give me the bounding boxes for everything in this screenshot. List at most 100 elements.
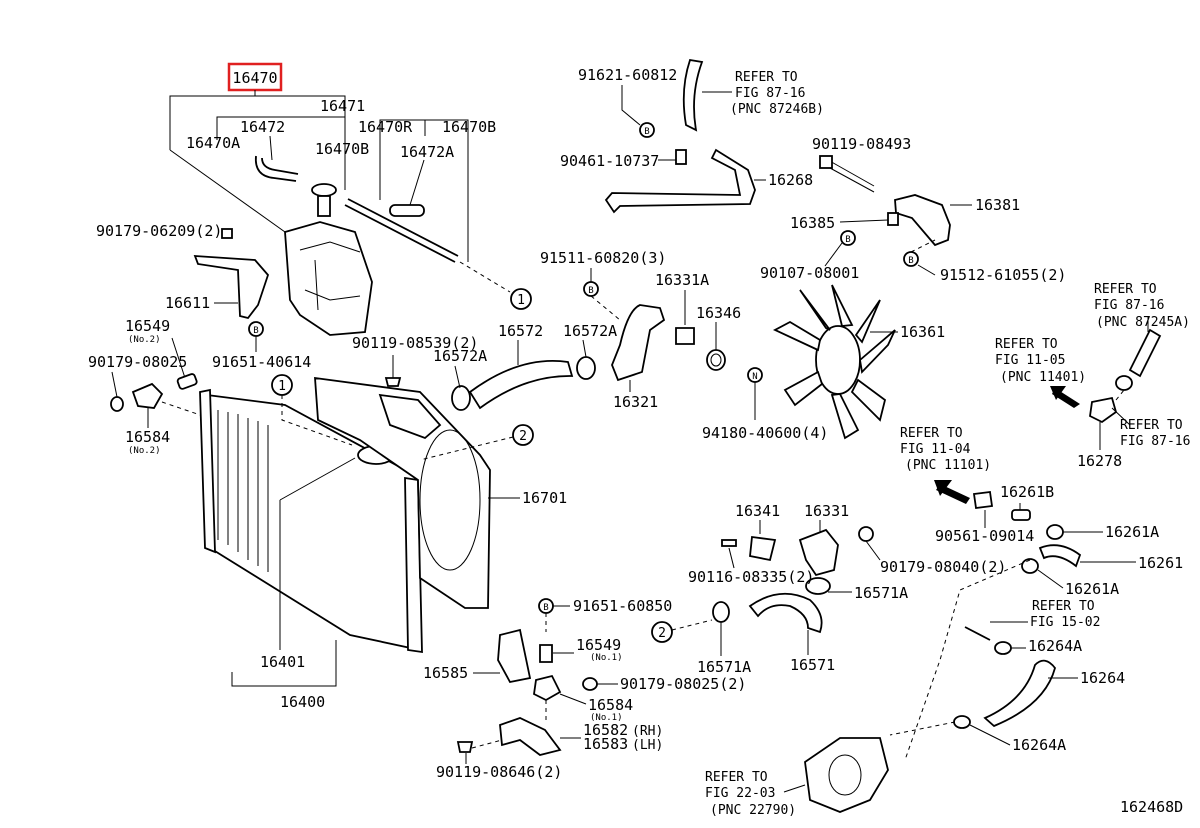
part-90561-09014[interactable]: 90561-09014 <box>935 527 1034 545</box>
part-16582[interactable]: 16582 <box>583 721 628 739</box>
part-16611[interactable]: 16611 <box>165 294 210 312</box>
part-90116-08335[interactable]: 90116-08335(2) <box>688 568 814 586</box>
hose-16264 <box>983 659 1056 728</box>
svg-text:FIG 11-05: FIG 11-05 <box>995 353 1065 368</box>
bracket-16611 <box>193 255 270 320</box>
part-16341[interactable]: 16341 <box>735 502 780 520</box>
part-90119-08646[interactable]: 90119-08646(2) <box>436 763 562 781</box>
reference-87-16-246B: REFER TO FIG 87-16 (PNC 87246B) <box>702 70 824 117</box>
part-16470[interactable]: 16470 <box>232 69 277 87</box>
part-16584-right[interactable]: 16584 <box>588 696 633 714</box>
part-90107-08001[interactable]: 90107-08001 <box>760 264 859 282</box>
svg-text:B: B <box>543 603 548 613</box>
part-91511-60820[interactable]: 91511-60820(3) <box>540 249 666 267</box>
svg-text:(LH): (LH) <box>632 738 663 753</box>
part-16400[interactable]: 16400 <box>280 693 325 711</box>
overflow-tube <box>344 204 456 263</box>
hose-clamp-16571A <box>712 601 730 623</box>
marker-1-radiator: 1 <box>278 379 286 394</box>
lower-hose <box>748 592 823 634</box>
part-16361[interactable]: 16361 <box>900 323 945 341</box>
svg-text:REFER TO: REFER TO <box>995 337 1058 352</box>
upper-hose-group: 16572 16572A 16572A <box>433 322 617 411</box>
part-16261A-1[interactable]: 16261A <box>1105 523 1159 541</box>
part-16472A[interactable]: 16472A <box>400 143 454 161</box>
reference-87-16-245A: REFER TO FIG 87-16 (PNC 87245A) <box>1094 282 1190 330</box>
lower-hose-group: 16341 16331 90116-08335(2) 90179-08040(2… <box>651 502 1006 676</box>
part-16278[interactable]: 16278 <box>1077 452 1122 470</box>
bypass-pipe-group: 91621-60812 B REFER TO FIG 87-16 (PNC 87… <box>560 58 824 214</box>
part-16470A[interactable]: 16470A <box>186 134 240 152</box>
part-16385[interactable]: 16385 <box>790 214 835 232</box>
part-16471[interactable]: 16471 <box>320 97 365 115</box>
svg-text:(PNC 11101): (PNC 11101) <box>905 458 991 473</box>
gasket <box>706 349 726 371</box>
part-90179-08025[interactable]: 90179-08025 <box>88 353 187 371</box>
bracket-16585 <box>497 628 532 684</box>
reference-11-04-11101: REFER TO FIG 11-04 (PNC 11101) <box>900 426 991 473</box>
part-16401[interactable]: 16401 <box>260 653 305 671</box>
part-16264[interactable]: 16264 <box>1080 669 1125 687</box>
marker-1-tube: 1 <box>517 293 525 308</box>
part-16549-left[interactable]: 16549 <box>125 317 170 335</box>
hose-16472 <box>261 157 299 175</box>
part-16571A-2[interactable]: 16571A <box>697 658 751 676</box>
part-16331A[interactable]: 16331A <box>655 271 709 289</box>
part-16261B[interactable]: 16261B <box>1000 483 1054 501</box>
part-16583[interactable]: 16583 <box>583 735 628 753</box>
gasket-16341 <box>749 535 777 562</box>
part-16472[interactable]: 16472 <box>240 118 285 136</box>
part-91621-60812[interactable]: 91621-60812 <box>578 66 677 84</box>
hose-16261 <box>1038 544 1082 568</box>
part-90179-06209[interactable]: 90179-06209(2) <box>96 222 222 240</box>
thermostat-sensor <box>675 327 695 345</box>
right-hose-refs: REFER TO FIG 87-16 (PNC 87245A) REFER TO… <box>995 282 1190 470</box>
part-90179-08040[interactable]: 90179-08040(2) <box>880 558 1006 576</box>
part-16346[interactable]: 16346 <box>696 304 741 322</box>
part-16549-right[interactable]: 16549 <box>576 636 621 654</box>
heater-hose-group: REFER TO FIG 11-04 (PNC 11101) 16261B 90… <box>705 426 1183 818</box>
part-16571[interactable]: 16571 <box>790 656 835 674</box>
vent-hose <box>682 58 704 132</box>
part-16264A-2[interactable]: 16264A <box>1012 736 1066 754</box>
svg-text:REFER TO: REFER TO <box>1120 418 1183 433</box>
part-90119-08493[interactable]: 90119-08493 <box>812 135 911 153</box>
bracket-16582 <box>499 717 562 756</box>
part-16381[interactable]: 16381 <box>975 196 1020 214</box>
part-90119-08539[interactable]: 90119-08539(2) <box>352 334 478 352</box>
part-91651-40614[interactable]: 91651-40614 <box>212 353 311 371</box>
reference-11-05-11401: REFER TO FIG 11-05 (PNC 11401) <box>995 337 1086 385</box>
svg-text:B: B <box>644 127 649 137</box>
fan-bracket-group: 90119-08493 16381 16385 B 90107-08001 B … <box>760 135 1066 284</box>
part-16572[interactable]: 16572 <box>498 322 543 340</box>
part-16584-left[interactable]: 16584 <box>125 428 170 446</box>
part-91651-60850[interactable]: 91651-60850 <box>573 597 672 615</box>
svg-text:B: B <box>908 256 913 266</box>
svg-text:N: N <box>752 372 757 382</box>
svg-text:(No.2): (No.2) <box>128 335 161 345</box>
part-91512-61055[interactable]: 91512-61055(2) <box>940 266 1066 284</box>
part-94180-40600[interactable]: 94180-40600(4) <box>702 424 828 442</box>
part-90179-08025-2[interactable]: 90179-08025(2) <box>620 675 746 693</box>
part-16470R[interactable]: 16470R <box>358 118 413 136</box>
part-16572A-upper[interactable]: 16572A <box>563 322 617 340</box>
part-16321[interactable]: 16321 <box>613 393 658 411</box>
part-16585[interactable]: 16585 <box>423 664 468 682</box>
part-16572A-lower[interactable]: 16572A <box>433 347 487 365</box>
svg-text:REFER TO: REFER TO <box>705 770 768 785</box>
bracket-16381 <box>894 194 951 247</box>
pipe-15-02 <box>964 626 991 641</box>
drain-plug <box>539 644 553 663</box>
part-16470B-top[interactable]: 16470B <box>442 118 496 136</box>
part-16261A-2[interactable]: 16261A <box>1065 580 1119 598</box>
part-16701[interactable]: 16701 <box>522 489 567 507</box>
part-16268[interactable]: 16268 <box>768 171 813 189</box>
part-16331[interactable]: 16331 <box>804 502 849 520</box>
part-16264A-1[interactable]: 16264A <box>1028 637 1082 655</box>
radiator-assembly: 16701 90119-08539(2) 1 2 16401 16400 <box>199 334 567 711</box>
part-16470B[interactable]: 16470B <box>315 140 369 158</box>
svg-text:(PNC 87246B): (PNC 87246B) <box>730 102 824 117</box>
part-90461-10737[interactable]: 90461-10737 <box>560 152 659 170</box>
part-16571A-1[interactable]: 16571A <box>854 584 908 602</box>
part-16261[interactable]: 16261 <box>1138 554 1183 572</box>
